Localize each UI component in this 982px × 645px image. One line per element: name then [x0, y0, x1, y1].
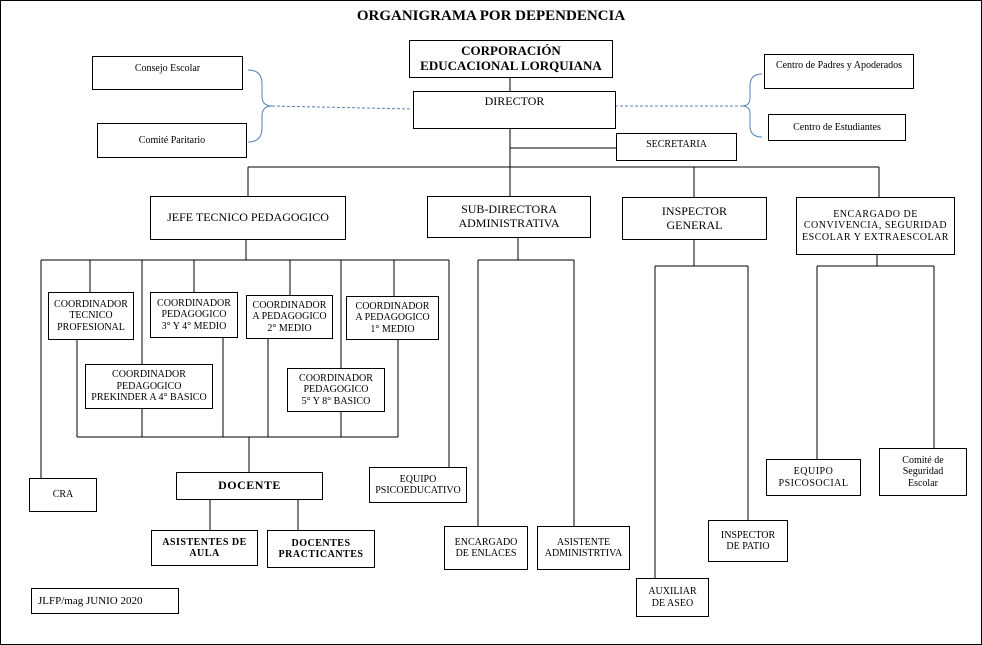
auxiliar-aseo-box: AUXILIAR DE ASEO	[636, 578, 709, 617]
encargado-enlaces-box: ENCARGADO DE ENLACES	[444, 526, 528, 570]
centro-estudiantes-box: Centro de Estudiantes	[768, 114, 906, 141]
coord-5-8-box: COORDINADOR PEDAGOGICO 5° Y 8° BASICO	[287, 368, 385, 412]
asistente-administrativa-box: ASISTENTE ADMINISTRTIVA	[537, 526, 630, 570]
jefe-tecnico-box: JEFE TECNICO PEDAGOGICO	[150, 196, 346, 240]
left-brace	[247, 69, 273, 143]
cra-box: CRA	[29, 478, 97, 512]
coord-tecnico-box: COORDINADOR TECNICO PROFESIONAL	[48, 292, 134, 340]
dashed-link-left	[271, 105, 413, 110]
coord-2-box: COORDINADOR A PEDAGOGICO 2° MEDIO	[246, 295, 333, 339]
comite-seguridad-box: Comité de Seguridad Escolar	[879, 448, 967, 496]
coord-3-4-box: COORDINADOR PEDAGOGICO 3° Y 4° MEDIO	[150, 292, 238, 338]
encargado-convivencia-box: ENCARGADO DE CONVIVENCIA, SEGURIDAD ESCO…	[796, 197, 955, 255]
asistentes-aula-box: ASISTENTES DE AULA	[151, 530, 258, 566]
comite-paritario-box: Comité Paritario	[97, 123, 247, 158]
equipo-psicosocial-box: EQUIPO PSICOSOCIAL	[766, 459, 861, 496]
docentes-practicantes-box: DOCENTES PRACTICANTES	[267, 530, 375, 568]
director-box: DIRECTOR	[413, 91, 616, 129]
consejo-escolar-box: Consejo Escolar	[92, 56, 243, 90]
footer-label: JLFP/mag JUNIO 2020	[31, 588, 179, 614]
equipo-psicoeducativo-box: EQUIPO PSICOEDUCATIVO	[369, 467, 467, 503]
inspector-patio-box: INSPECTOR DE PATIO	[708, 520, 788, 562]
centro-padres-box: Centro de Padres y Apoderados	[764, 54, 914, 89]
secretaria-box: SECRETARIA	[616, 133, 737, 161]
right-brace	[741, 73, 763, 138]
page-title: ORGANIGRAMA POR DEPENDENCIA	[356, 8, 626, 24]
corporacion-box: CORPORACIÓN EDUCACIONAL LORQUIANA	[409, 40, 613, 78]
coord-1-box: COORDINADOR A PEDAGOGICO 1° MEDIO	[346, 296, 439, 340]
inspector-general-box: INSPECTOR GENERAL	[622, 197, 767, 240]
coord-prekinder-box: COORDINADOR PEDAGOGICO PREKINDER A 4° BA…	[85, 364, 213, 409]
subdirectora-box: SUB-DIRECTORA ADMINISTRATIVA	[427, 196, 591, 238]
docente-box: DOCENTE	[176, 472, 323, 500]
